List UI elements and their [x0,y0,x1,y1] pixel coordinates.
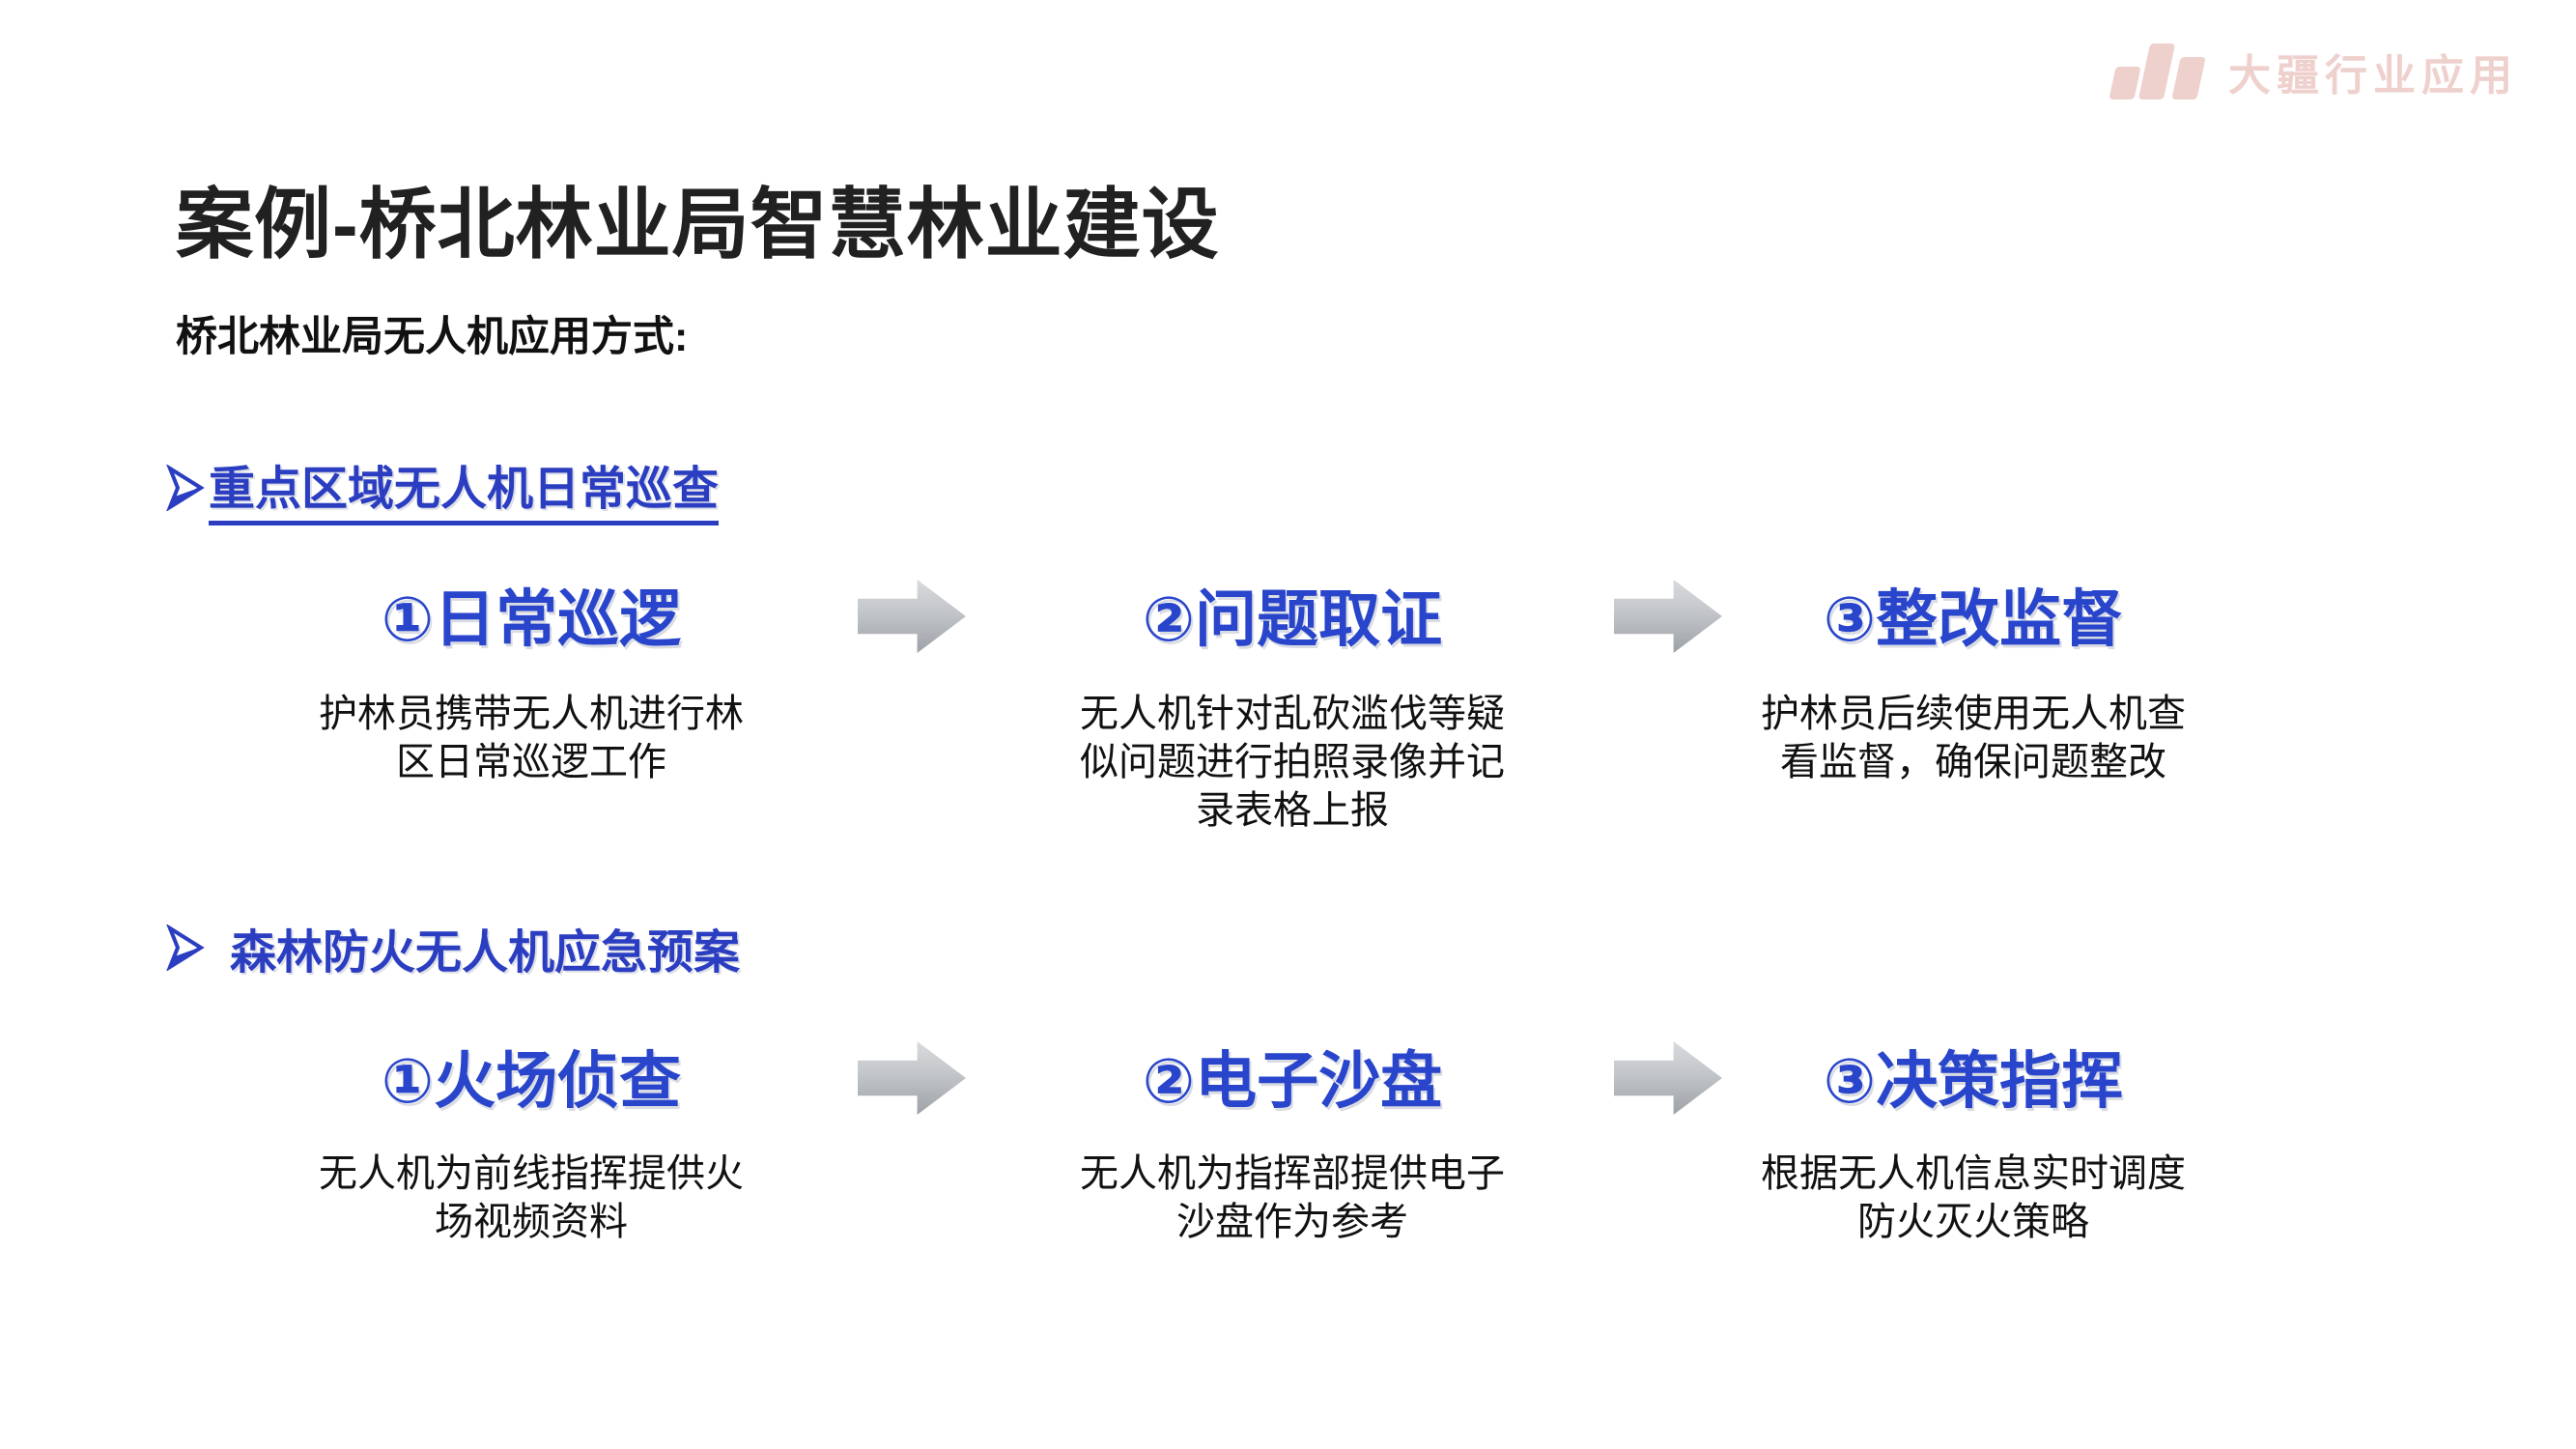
step-desc-digital-sandbox: 无人机为指挥部提供电子 沙盘作为参考 [1080,1152,1505,1243]
section-heading-fire-emergency: 森林防火无人机应急预案 [166,914,740,981]
step-desc-command-decision: 根据无人机信息实时调度 防火灭火策略 [1761,1152,2186,1243]
arrowhead-right-icon [166,924,205,971]
step-title-rectify-supervision: ③整改监督 [1823,584,2124,654]
section-heading-label: 森林防火无人机应急预案 [230,927,741,979]
flow-arrow-icon [1614,580,1722,653]
step-title-command-decision: ③决策指挥 [1823,1046,2124,1116]
section-heading-daily-patrol: 重点区域无人机日常巡查 [166,450,720,526]
section-heading-label: 重点区域无人机日常巡查 [209,450,720,526]
brand-watermark: 大疆行业应用 [2109,41,2518,102]
flow-arrow-icon [858,580,966,653]
step-title-evidence: ②问题取证 [1142,584,1443,654]
page-title: 案例-桥北林业局智慧林业建设 [176,182,1220,268]
dji-logo-icon [2109,43,2206,99]
flow-arrow-icon [858,1041,966,1115]
step-desc-rectify-supervision: 护林员后续使用无人机查 看监督，确保问题整改 [1761,693,2186,783]
page-subtitle: 桥北林业局无人机应用方式: [176,314,689,360]
arrowhead-right-icon [166,465,205,511]
flow-arrow-icon [1614,1041,1722,1115]
step-desc-daily-patrol: 护林员携带无人机进行林 区日常巡逻工作 [319,693,744,783]
step-title-digital-sandbox: ②电子沙盘 [1142,1046,1443,1116]
step-desc-evidence: 无人机针对乱砍滥伐等疑 似问题进行拍照录像并记 录表格上报 [1080,693,1505,832]
step-title-daily-patrol: ①日常巡逻 [381,584,682,654]
brand-watermark-text: 大疆行业应用 [2228,52,2518,99]
step-title-fire-recon: ①火场侦查 [381,1046,682,1116]
step-desc-fire-recon: 无人机为前线指挥提供火 场视频资料 [319,1152,744,1243]
